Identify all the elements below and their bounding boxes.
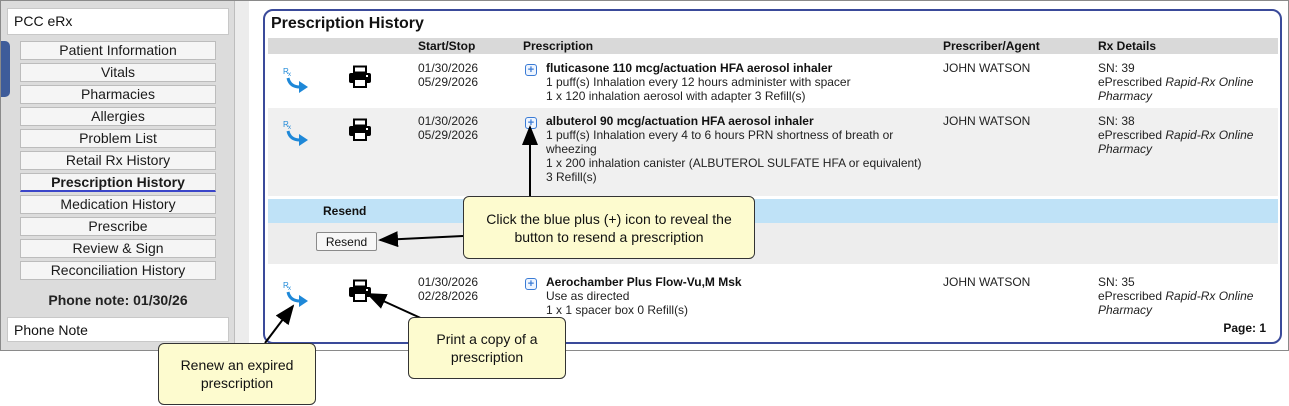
- column-header-rx-details: Rx Details: [1098, 39, 1157, 53]
- start-date: 01/30/2026: [418, 275, 479, 289]
- prescription-cell: albuterol 90 mcg/actuation HFA aerosol i…: [546, 114, 926, 184]
- sidebar-item-vitals[interactable]: Vitals: [20, 63, 216, 82]
- prescription-history-panel: Prescription History Start/Stop Prescrip…: [263, 9, 1282, 344]
- quantity-line: 1 x 200 inhalation canister (ALBUTEROL S…: [546, 156, 922, 184]
- printer-icon[interactable]: [348, 65, 372, 89]
- drug-name: fluticasone 110 mcg/actuation HFA aeroso…: [546, 61, 833, 75]
- sidebar-divider: [235, 1, 249, 350]
- prescriber-name: JOHN WATSON: [943, 114, 1031, 128]
- serial-number: SN: 35: [1098, 275, 1135, 289]
- resend-header-bar: Resend: [268, 199, 1278, 223]
- sig-line: 1 puff(s) Inhalation every 4 to 6 hours …: [546, 128, 894, 156]
- svg-text:R: R: [283, 67, 289, 76]
- start-stop-dates: 01/30/2026 05/29/2026: [418, 114, 508, 142]
- phone-note-header: Phone note: 01/30/26: [48, 292, 188, 308]
- phone-note-field[interactable]: Phone Note: [7, 317, 229, 342]
- app-window: PCC eRx Patient Information Vitals Pharm…: [0, 0, 1289, 351]
- drug-name: albuterol 90 mcg/actuation HFA aerosol i…: [546, 114, 814, 128]
- sidebar-item-patient-information[interactable]: Patient Information: [20, 41, 216, 60]
- table-row: R x 01/30/2026 02/28/2026 + Aerochamber …: [268, 269, 1278, 321]
- prescription-cell: fluticasone 110 mcg/actuation HFA aeroso…: [546, 61, 926, 103]
- expand-plus-icon[interactable]: +: [525, 278, 537, 290]
- table-header: Start/Stop Prescription Prescriber/Agent…: [268, 38, 1278, 54]
- sidebar-item-pharmacies[interactable]: Pharmacies: [20, 85, 216, 104]
- start-date: 01/30/2026: [418, 61, 479, 75]
- quantity-line: 1 x 120 inhalation aerosol with adapter …: [546, 89, 806, 103]
- renew-rx-icon[interactable]: R x: [282, 279, 310, 309]
- sidebar-item-allergies[interactable]: Allergies: [20, 107, 216, 126]
- table-row: R x 01/30/2026 05/29/2026 + fluticasone …: [268, 55, 1278, 107]
- renew-rx-icon[interactable]: R x: [282, 65, 310, 95]
- sidebar-item-prescribe[interactable]: Prescribe: [20, 217, 216, 236]
- callout-print: Print a copy of a prescription: [408, 317, 566, 379]
- sidebar-item-review-sign[interactable]: Review & Sign: [20, 239, 216, 258]
- eprescribed-label: ePrescribed: [1098, 75, 1163, 89]
- start-date: 01/30/2026: [418, 114, 479, 128]
- drug-name: Aerochamber Plus Flow-Vu,M Msk: [546, 275, 742, 289]
- eprescribed-label: ePrescribed: [1098, 289, 1163, 303]
- sidebar-item-problem-list[interactable]: Problem List: [20, 129, 216, 148]
- eprescribed-label: ePrescribed: [1098, 128, 1163, 142]
- svg-text:R: R: [283, 120, 289, 129]
- sidebar: PCC eRx Patient Information Vitals Pharm…: [1, 1, 235, 350]
- resend-area: Resend: [268, 223, 1278, 264]
- stop-date: 05/29/2026: [418, 75, 479, 89]
- stop-date: 02/28/2026: [418, 289, 479, 303]
- svg-text:x: x: [288, 286, 291, 292]
- column-header-prescriber: Prescriber/Agent: [943, 39, 1040, 53]
- quantity-line: 1 x 1 spacer box 0 Refill(s): [546, 303, 689, 317]
- sidebar-item-medication-history[interactable]: Medication History: [20, 195, 216, 214]
- column-header-prescription: Prescription: [523, 39, 594, 53]
- page-indicator: Page: 1: [1223, 321, 1266, 335]
- callout-renew: Renew an expired prescription: [158, 343, 316, 405]
- rx-details-cell: SN: 38 ePrescribed Rapid-Rx Online Pharm…: [1098, 114, 1278, 156]
- svg-text:x: x: [288, 72, 291, 78]
- start-stop-dates: 01/30/2026 05/29/2026: [418, 61, 508, 89]
- resend-button[interactable]: Resend: [316, 232, 377, 251]
- start-stop-dates: 01/30/2026 02/28/2026: [418, 275, 508, 303]
- resend-label: Resend: [323, 204, 367, 218]
- rx-details-cell: SN: 39 ePrescribed Rapid-Rx Online Pharm…: [1098, 61, 1278, 103]
- sig-line: Use as directed: [546, 289, 630, 303]
- stop-date: 05/29/2026: [418, 128, 479, 142]
- sidebar-collapse-tab[interactable]: [1, 41, 10, 97]
- expand-plus-icon[interactable]: +: [525, 117, 537, 129]
- printer-icon[interactable]: [348, 118, 372, 142]
- prescriber-name: JOHN WATSON: [943, 61, 1031, 75]
- rx-details-cell: SN: 35 ePrescribed Rapid-Rx Online Pharm…: [1098, 275, 1278, 317]
- column-header-start-stop: Start/Stop: [418, 39, 476, 53]
- svg-text:x: x: [288, 125, 291, 131]
- printer-icon[interactable]: [348, 279, 372, 303]
- serial-number: SN: 39: [1098, 61, 1135, 75]
- pharmacy-name: Rapid-Rx Online Pharmacy: [1098, 128, 1254, 156]
- sidebar-item-prescription-history[interactable]: Prescription History: [20, 173, 216, 192]
- prescription-cell: Aerochamber Plus Flow-Vu,M Msk Use as di…: [546, 275, 926, 317]
- serial-number: SN: 38: [1098, 114, 1135, 128]
- app-name-field: PCC eRx: [7, 8, 229, 35]
- sidebar-item-retail-rx-history[interactable]: Retail Rx History: [20, 151, 216, 170]
- expand-plus-icon[interactable]: +: [525, 64, 537, 76]
- callout-plus-icon: Click the blue plus (+) icon to reveal t…: [463, 196, 755, 259]
- table-row: R x 01/30/2026 05/29/2026 + albuterol 90…: [268, 108, 1278, 196]
- svg-text:R: R: [283, 281, 289, 290]
- prescriber-name: JOHN WATSON: [943, 275, 1031, 289]
- sidebar-item-reconciliation-history[interactable]: Reconciliation History: [20, 261, 216, 280]
- pharmacy-name: Rapid-Rx Online Pharmacy: [1098, 289, 1254, 317]
- renew-rx-icon[interactable]: R x: [282, 118, 310, 148]
- page-title: Prescription History: [271, 15, 424, 32]
- sig-line: 1 puff(s) Inhalation every 12 hours admi…: [546, 75, 851, 89]
- pharmacy-name: Rapid-Rx Online Pharmacy: [1098, 75, 1254, 103]
